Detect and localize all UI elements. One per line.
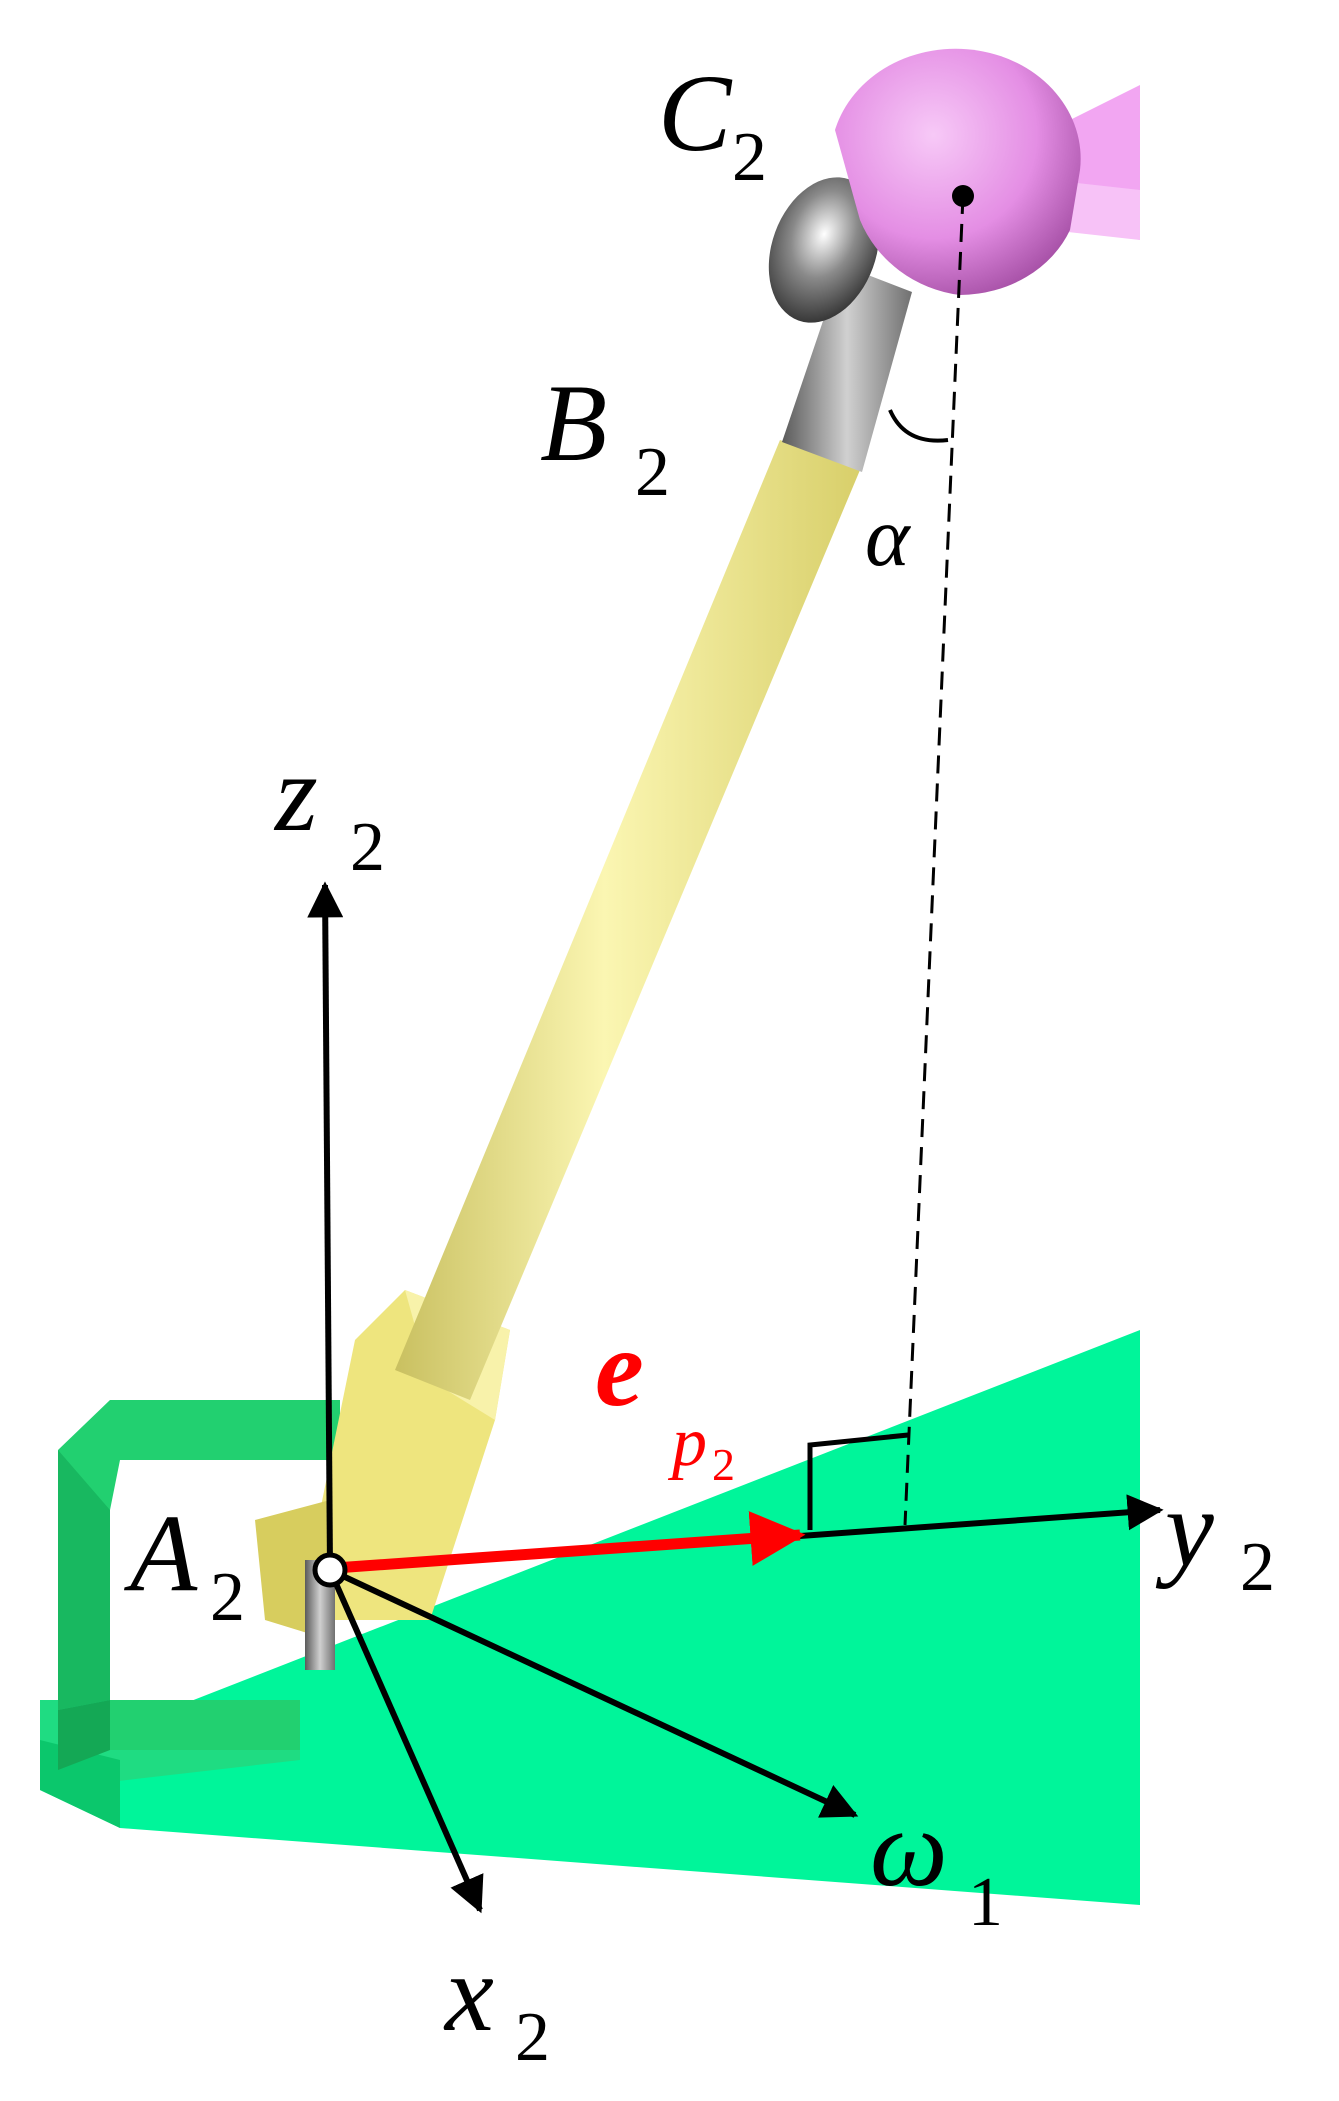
- omega-axis: [328, 1567, 859, 1818]
- z-axis: [307, 881, 344, 1571]
- label-omega-sub: 1: [968, 1864, 1003, 1941]
- ball-socket: [835, 48, 1140, 296]
- label-x2: x 2: [443, 1932, 550, 2076]
- label-x: x: [443, 1932, 494, 2054]
- label-e-p2: e p 2: [595, 1307, 735, 1490]
- projection-line: [903, 195, 965, 1526]
- label-e-sub-2: 2: [712, 1439, 735, 1490]
- label-a-sub: 2: [210, 1559, 245, 1636]
- rod: [395, 177, 912, 1400]
- label-y-sub: 2: [1240, 1529, 1275, 1606]
- label-b2: B 2: [540, 362, 670, 511]
- alpha-arc: [888, 409, 949, 443]
- label-z: z: [273, 732, 318, 854]
- c-bracket: [58, 1400, 340, 1770]
- label-omega: ω: [870, 1787, 948, 1909]
- label-y2: y 2: [1155, 1467, 1275, 1606]
- label-a: A: [123, 1492, 198, 1614]
- right-angle-marker: [807, 1432, 909, 1530]
- label-alpha: α: [865, 490, 912, 584]
- label-omega1: ω 1: [870, 1787, 1003, 1941]
- label-c: C: [658, 52, 733, 174]
- label-z2: z 2: [273, 732, 385, 886]
- vector-e-p2: [334, 1511, 806, 1574]
- label-x-sub: 2: [515, 1999, 550, 2076]
- label-a2: A 2: [123, 1492, 245, 1636]
- label-y: y: [1155, 1467, 1214, 1589]
- label-b-sub: 2: [635, 434, 670, 511]
- point-a2: [312, 1552, 348, 1588]
- point-c2: [952, 185, 974, 207]
- label-alpha-text: α: [865, 490, 912, 584]
- label-e: e: [595, 1307, 644, 1429]
- label-c2: C 2: [658, 52, 767, 196]
- label-z-sub: 2: [350, 809, 385, 886]
- x-axis: [327, 1568, 484, 1914]
- label-e-sub-p: p: [667, 1404, 707, 1481]
- label-c-sub: 2: [732, 119, 767, 196]
- label-b: B: [540, 362, 607, 484]
